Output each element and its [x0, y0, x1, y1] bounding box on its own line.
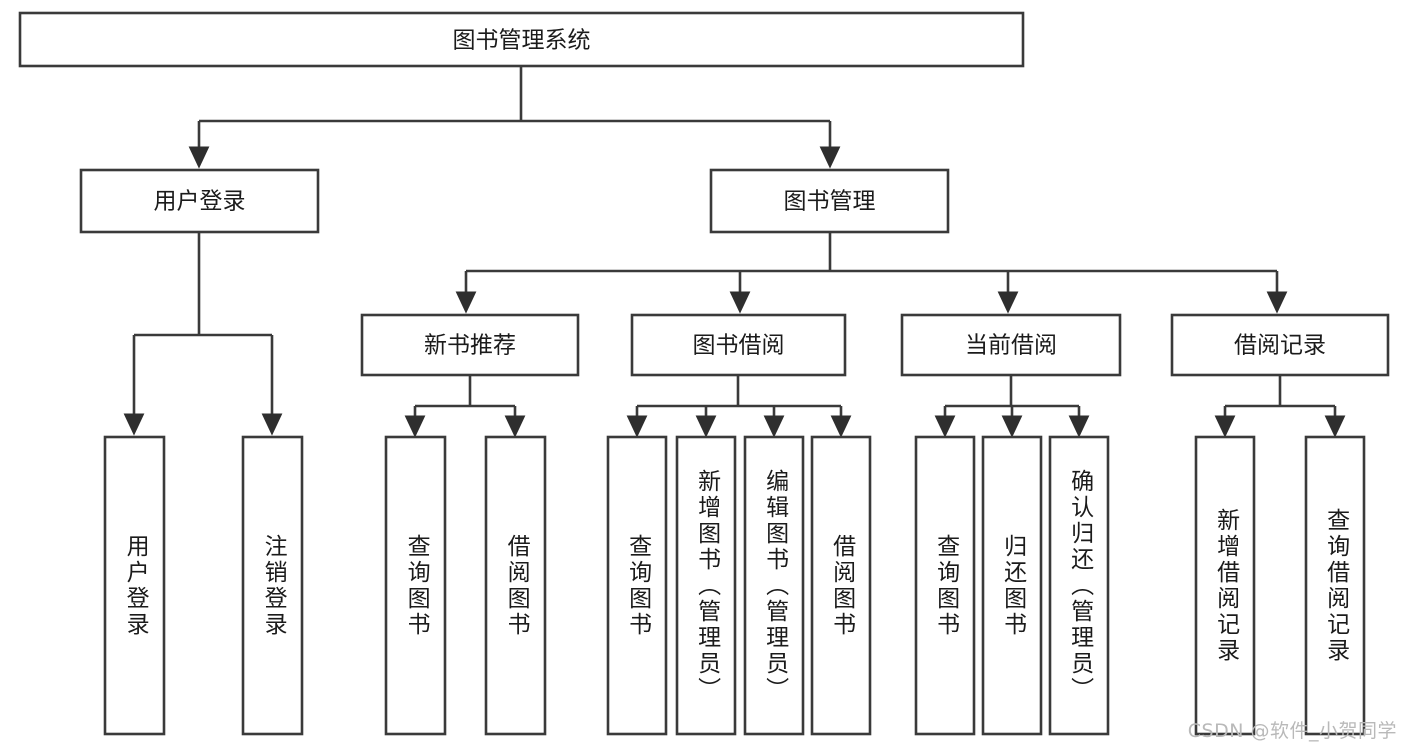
leaf-cur-confirm-return-box[interactable] — [1048, 435, 1110, 736]
connector-group-book-manage — [455, 232, 1288, 314]
node-current-borrow-label: 当前借阅 — [965, 333, 1057, 359]
leaf-rec-borrow-book-box[interactable] — [484, 435, 547, 736]
leaf-user-logout-box[interactable] — [241, 435, 304, 736]
node-book-borrow[interactable]: 图书借阅 — [630, 313, 847, 377]
connector-group-new-book-rec — [404, 375, 526, 438]
node-new-book-rec[interactable]: 新书推荐 — [360, 313, 580, 377]
leaf-rec-add-record-box[interactable] — [1194, 435, 1256, 736]
connector-group-current-borrow — [934, 375, 1090, 438]
node-user-login-label: 用户登录 — [154, 189, 246, 215]
node-user-login[interactable]: 用户登录 — [79, 168, 320, 234]
node-borrow-record-box[interactable] — [1170, 313, 1390, 377]
leaf-borrow-borrow-book-box[interactable] — [810, 435, 872, 736]
csdn-watermark: CSDN @软件_小贺同学 — [1187, 720, 1397, 742]
node-root-box[interactable] — [18, 11, 1025, 68]
leaf-cur-return-book-box[interactable] — [981, 435, 1043, 736]
node-user-login-box[interactable] — [79, 168, 320, 234]
connector-group-book-borrow — [626, 375, 852, 438]
node-borrow-record[interactable]: 借阅记录 — [1170, 313, 1390, 377]
node-new-book-rec-box[interactable] — [360, 313, 580, 377]
leaf-borrow-query-book-box[interactable] — [606, 435, 668, 736]
node-book-manage[interactable]: 图书管理 — [709, 168, 950, 234]
leaf-rec-query-book-box[interactable] — [384, 435, 447, 736]
connector-group-user-login — [123, 232, 283, 436]
connector-group-borrow-record — [1214, 375, 1346, 438]
node-root-label: 图书管理系统 — [453, 28, 591, 54]
node-book-borrow-box[interactable] — [630, 313, 847, 377]
node-current-borrow[interactable]: 当前借阅 — [900, 313, 1122, 377]
node-new-book-rec-label: 新书推荐 — [424, 333, 516, 359]
node-book-borrow-label: 图书借阅 — [693, 333, 785, 359]
node-current-borrow-box[interactable] — [900, 313, 1122, 377]
node-book-manage-label: 图书管理 — [784, 189, 876, 215]
leaf-user-login-box[interactable] — [103, 435, 166, 736]
leaf-boxes — [103, 435, 1366, 736]
leaf-rec-query-record-box[interactable] — [1304, 435, 1366, 736]
leaf-borrow-add-book-box[interactable] — [675, 435, 737, 736]
leaf-borrow-edit-book-box[interactable] — [743, 435, 805, 736]
leaf-cur-query-book-box[interactable] — [914, 435, 976, 736]
node-root[interactable]: 图书管理系统 — [18, 11, 1025, 68]
connector-group-root — [188, 66, 841, 169]
node-borrow-record-label: 借阅记录 — [1234, 333, 1326, 359]
node-book-manage-box[interactable] — [709, 168, 950, 234]
